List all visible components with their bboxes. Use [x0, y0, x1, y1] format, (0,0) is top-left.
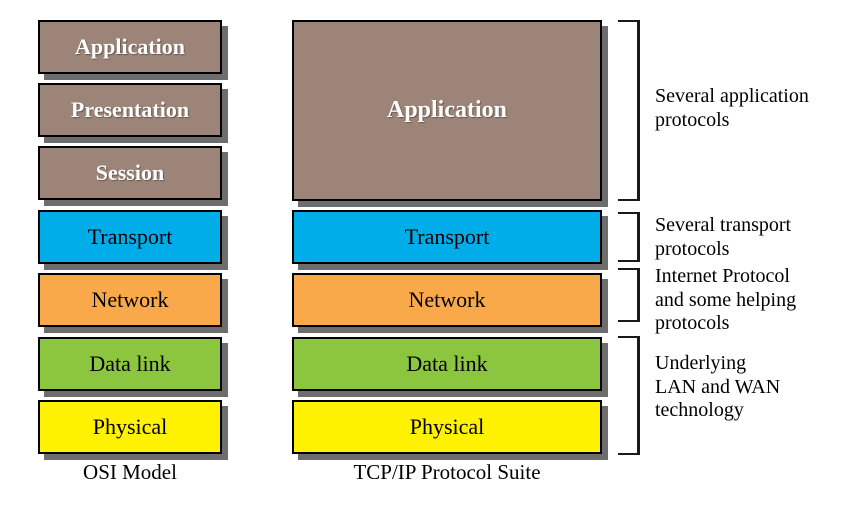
annotation-internet-protocol-line1: Internet Protocol: [655, 265, 790, 287]
tcpip-layer-data-link: Data link: [292, 337, 602, 391]
bracket-internet-protocol: [618, 268, 640, 322]
osi-layer-physical: Physical: [38, 400, 222, 454]
annotation-internet-protocol-line3: protocols: [655, 312, 730, 335]
annotation-underlying-technology-line3: technology: [655, 399, 744, 422]
tcpip-layer-network-label: Network: [408, 287, 486, 313]
osi-layer-application-label: Application: [74, 34, 186, 60]
osi-layer-session: Session: [38, 146, 222, 200]
annotation-transport-protocols-line1: Several transport: [655, 214, 792, 236]
annotation-transport-protocols: Several transport protocols: [655, 214, 861, 261]
annotation-internet-protocol: Internet Protocol and some helping proto…: [655, 265, 861, 336]
annotation-application-protocols: Several application protocols: [655, 85, 861, 132]
tcpip-layer-data-link-label: Data link: [406, 351, 488, 377]
osi-layer-presentation: Presentation: [38, 83, 222, 137]
osi-layer-session-label: Session: [95, 160, 165, 186]
annotation-transport-protocols-line2: protocols: [655, 237, 730, 260]
osi-layer-network: Network: [38, 273, 222, 327]
osi-layer-application: Application: [38, 20, 222, 74]
annotation-underlying-technology-line1: Underlying: [655, 352, 747, 374]
osi-layer-network-label: Network: [91, 287, 169, 313]
osi-column-caption: OSI Model: [83, 460, 177, 484]
bracket-application-protocols: [618, 20, 640, 201]
osi-layer-physical-label: Physical: [92, 414, 168, 440]
annotation-underlying-technology-line2: LAN and WAN: [655, 375, 781, 398]
osi-layer-data-link-label: Data link: [89, 351, 171, 377]
osi-layer-data-link: Data link: [38, 337, 222, 391]
bracket-transport-protocols: [618, 212, 640, 262]
tcpip-layer-application-label: Application: [386, 96, 508, 123]
tcpip-layer-physical: Physical: [292, 400, 602, 454]
bracket-underlying-technology: [618, 336, 640, 455]
tcpip-layer-application: Application: [292, 20, 602, 201]
annotation-application-protocols-line1: Several application: [655, 85, 809, 107]
annotation-application-protocols-line2: protocols: [655, 108, 730, 131]
tcpip-column-caption: TCP/IP Protocol Suite: [353, 460, 541, 484]
osi-layer-presentation-label: Presentation: [70, 97, 190, 123]
osi-layer-transport: Transport: [38, 210, 222, 264]
tcpip-layer-network: Network: [292, 273, 602, 327]
tcpip-layer-transport: Transport: [292, 210, 602, 264]
tcpip-layer-transport-label: Transport: [404, 224, 490, 250]
annotation-internet-protocol-line2: and some helping: [655, 288, 797, 311]
annotation-underlying-technology: Underlying LAN and WAN technology: [655, 352, 861, 423]
tcpip-layer-physical-label: Physical: [409, 414, 485, 440]
osi-layer-transport-label: Transport: [87, 224, 173, 250]
